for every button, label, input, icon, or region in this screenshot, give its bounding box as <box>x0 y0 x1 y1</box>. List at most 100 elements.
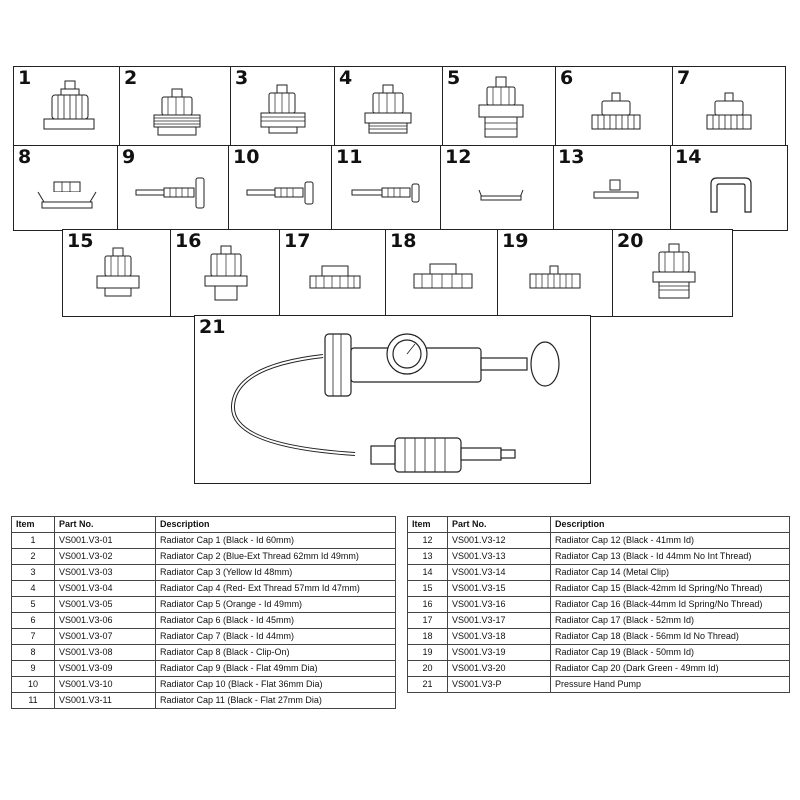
header-part-no: Part No. <box>54 516 156 533</box>
item-cell: 5 <box>11 596 55 613</box>
part-number-cell: VS001.V3-12 <box>447 532 551 549</box>
item-number: 14 <box>675 146 702 168</box>
item-number: 21 <box>199 316 226 338</box>
item-number: 16 <box>175 230 202 252</box>
part-number-cell: VS001.V3-14 <box>447 564 551 581</box>
part-number-cell: VS001.V3-15 <box>447 580 551 597</box>
header-item: Item <box>407 516 448 533</box>
item-cell: 4 <box>11 580 55 597</box>
pressure-hand-pump-drawing <box>230 333 560 473</box>
grid-cell-3: 3 <box>230 66 336 147</box>
part-number-cell: VS001.V3-01 <box>54 532 156 549</box>
item-number: 7 <box>677 67 691 89</box>
description-cell: Radiator Cap 6 (Black - Id 45mm) <box>155 612 396 629</box>
cap-18-drawing <box>413 263 473 289</box>
description-cell: Radiator Cap 19 (Black - 50mm Id) <box>550 644 790 661</box>
header-item: Item <box>11 516 55 533</box>
item-cell: 17 <box>407 612 448 629</box>
part-number-cell: VS001.V3-05 <box>54 596 156 613</box>
item-number: 11 <box>336 146 363 168</box>
part-number-cell: VS001.V3-07 <box>54 628 156 645</box>
grid-cell-11: 11 <box>331 145 442 231</box>
part-number-cell: VS001.V3-02 <box>54 548 156 565</box>
cap-7-drawing <box>706 92 752 130</box>
item-number: 12 <box>445 146 472 168</box>
item-number: 17 <box>284 230 311 252</box>
part-number-cell: VS001.V3-16 <box>447 596 551 613</box>
item-number: 6 <box>560 67 574 89</box>
part-number-cell: VS001.V3-20 <box>447 660 551 677</box>
cap-8-drawing <box>37 181 97 209</box>
item-cell: 20 <box>407 660 448 677</box>
item-cell: 10 <box>11 676 55 693</box>
item-cell: 18 <box>407 628 448 645</box>
part-number-cell: VS001.V3-03 <box>54 564 156 581</box>
item-cell: 8 <box>11 644 55 661</box>
cap-17-drawing <box>309 265 361 289</box>
item-number: 13 <box>558 146 585 168</box>
grid-cell-5: 5 <box>442 66 557 147</box>
part-number-cell: VS001.V3-19 <box>447 644 551 661</box>
item-cell: 1 <box>11 532 55 549</box>
grid-cell-12: 12 <box>440 145 555 231</box>
grid-cell-21: 21 <box>194 315 591 484</box>
grid-cell-17: 17 <box>279 229 387 317</box>
part-number-cell: VS001.V3-11 <box>54 692 156 709</box>
part-number-cell: VS001.V3-18 <box>447 628 551 645</box>
cap-19-drawing <box>529 265 581 289</box>
grid-cell-1: 1 <box>13 66 121 147</box>
item-cell: 9 <box>11 660 55 677</box>
cap-15-drawing <box>96 247 140 297</box>
cap-13-drawing <box>593 179 639 199</box>
part-number-cell: VS001.V3-04 <box>54 580 156 597</box>
table-header-row: Item Part No. Description <box>407 516 790 533</box>
header-description: Description <box>550 516 790 533</box>
cap-12-drawing <box>478 189 524 201</box>
description-cell: Radiator Cap 10 (Black - Flat 36mm Dia) <box>155 676 396 693</box>
grid-cell-6: 6 <box>555 66 674 147</box>
grid-cell-13: 13 <box>553 145 672 231</box>
item-cell: 21 <box>407 676 448 693</box>
part-number-cell: VS001.V3-17 <box>447 612 551 629</box>
cap-1-drawing <box>43 80 95 130</box>
description-cell: Pressure Hand Pump <box>550 676 790 693</box>
item-number: 2 <box>124 67 138 89</box>
cap-14-metal-clip-drawing <box>710 177 752 213</box>
item-number: 20 <box>617 230 644 252</box>
description-cell: Radiator Cap 16 (Black-44mm Id Spring/No… <box>550 596 790 613</box>
description-cell: Radiator Cap 5 (Orange - Id 49mm) <box>155 596 396 613</box>
cap-3-drawing <box>260 84 306 134</box>
cap-16-drawing <box>204 245 248 301</box>
description-cell: Radiator Cap 2 (Blue-Ext Thread 62mm Id … <box>155 548 396 565</box>
cap-4-drawing <box>364 84 412 134</box>
description-cell: Radiator Cap 12 (Black - 41mm Id) <box>550 532 790 549</box>
description-cell: Radiator Cap 11 (Black - Flat 27mm Dia) <box>155 692 396 709</box>
description-cell: Radiator Cap 9 (Black - Flat 49mm Dia) <box>155 660 396 677</box>
part-number-cell: VS001.V3-09 <box>54 660 156 677</box>
grid-cell-15: 15 <box>62 229 172 317</box>
item-number: 5 <box>447 67 461 89</box>
header-part-no: Part No. <box>447 516 551 533</box>
item-cell: 19 <box>407 644 448 661</box>
grid-cell-8: 8 <box>13 145 119 231</box>
item-number: 18 <box>390 230 417 252</box>
item-number: 4 <box>339 67 353 89</box>
part-number-cell: VS001.V3-08 <box>54 644 156 661</box>
item-number: 15 <box>67 230 94 252</box>
item-number: 10 <box>233 146 260 168</box>
description-cell: Radiator Cap 4 (Red- Ext Thread 57mm Id … <box>155 580 396 597</box>
description-cell: Radiator Cap 15 (Black-42mm Id Spring/No… <box>550 580 790 597</box>
